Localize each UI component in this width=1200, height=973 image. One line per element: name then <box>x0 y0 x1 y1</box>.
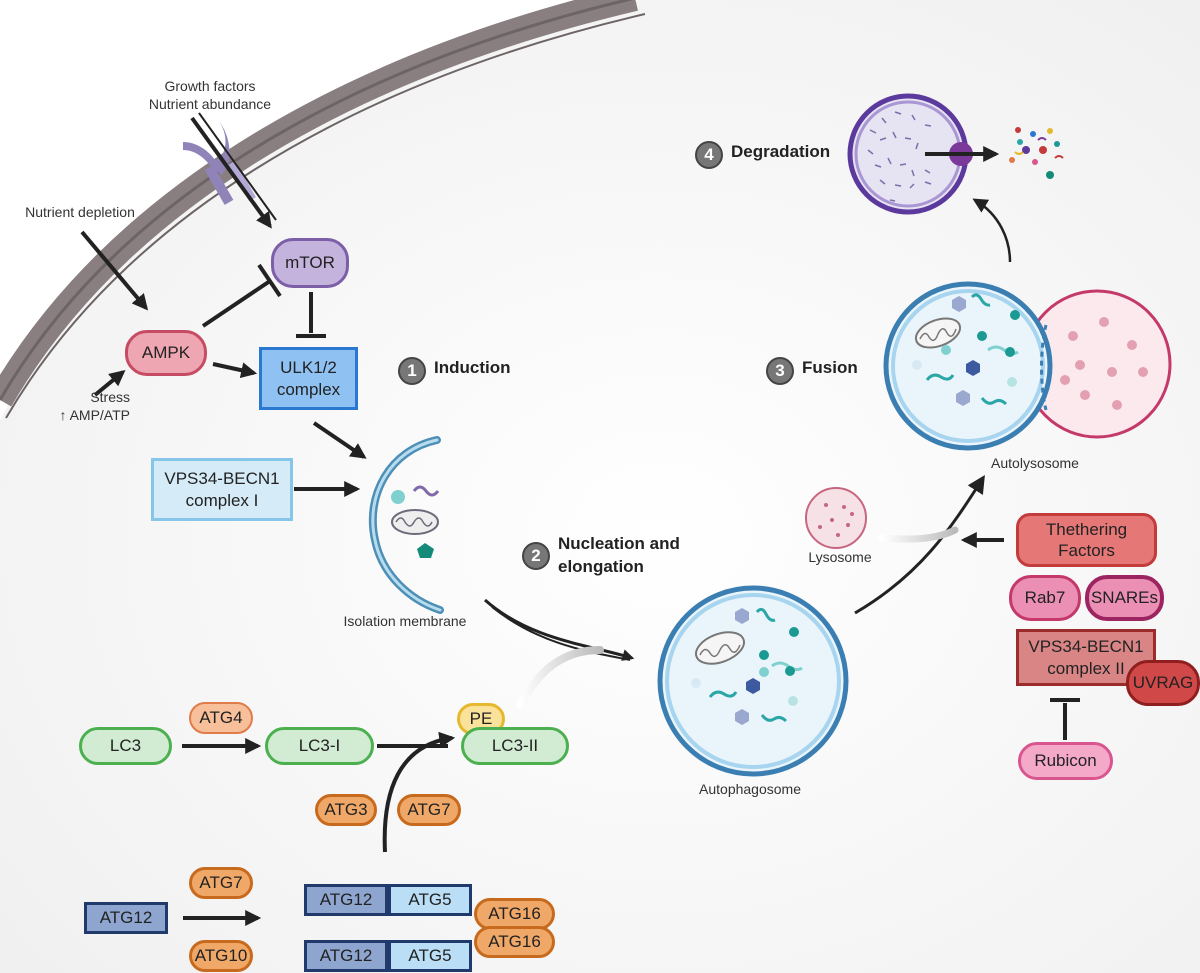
vps34-complex-i-node: VPS34-BECN1 complex I <box>151 458 293 521</box>
atg12-node: ATG12 <box>304 940 388 972</box>
atg12-node: ATG12 <box>84 902 168 934</box>
lc3-i-node: LC3-I <box>265 727 374 765</box>
autophagosome-label: Autophagosome <box>699 781 801 797</box>
arrow-membrane-to-autophagosome <box>484 598 635 661</box>
mtor-node: mTOR <box>271 238 349 288</box>
snares-node: SNAREs <box>1085 575 1164 621</box>
atg10-node: ATG10 <box>189 940 253 972</box>
autolysosome <box>883 281 1172 451</box>
step-number-badge: 2 <box>522 542 550 570</box>
lysosome <box>805 487 867 549</box>
rubicon-node: Rubicon <box>1018 742 1113 780</box>
autophagosome <box>657 585 849 777</box>
arrow-depletion-to-ampk <box>80 230 149 311</box>
lysosome-label: Lysosome <box>808 549 872 565</box>
arrow-ulk-to-membrane <box>312 421 367 459</box>
lc3-ii-node: LC3-II <box>461 727 569 765</box>
step-number-badge: 1 <box>398 357 426 385</box>
nutrient-depletion-label: Nutrient depletion <box>25 204 135 220</box>
step-number-badge: 4 <box>695 141 723 169</box>
arrow-conjugation-to-lc3-ii <box>382 731 456 853</box>
ulk-complex-node: ULK1/2 complex <box>259 347 358 410</box>
arrow-autophagosome-to-autolysosome <box>854 474 985 615</box>
lysosome-merge-line <box>878 526 959 543</box>
autolysosome-label: Autolysosome <box>991 455 1079 471</box>
rab7-node: Rab7 <box>1009 575 1081 621</box>
lc3-node: LC3 <box>79 727 172 765</box>
step-fusion: 3 Fusion <box>766 357 858 385</box>
arrow-ampk-to-ulk <box>212 362 258 379</box>
atg12-node: ATG12 <box>304 884 388 916</box>
inhibition-ampk-mtor <box>201 263 282 328</box>
atg4-node: ATG4 <box>189 702 253 734</box>
atg7-node: ATG7 <box>397 794 461 826</box>
growth-factors-label: Growth factors Nutrient abundance <box>148 78 272 113</box>
atg3-node: ATG3 <box>315 794 377 826</box>
atg5-node: ATG5 <box>388 884 472 916</box>
step-induction: 1 Induction <box>398 357 510 385</box>
growth-factor-receptor <box>183 120 256 205</box>
arrow-autolysosome-to-degradation <box>972 198 1012 263</box>
arrow-stress-to-ampk <box>93 369 126 397</box>
isolation-membrane-label: Isolation membrane <box>343 613 467 629</box>
plasma-membrane <box>0 0 646 419</box>
atg7-node: ATG7 <box>189 867 253 899</box>
arrow-growth-to-mtor <box>190 116 272 229</box>
atg16-node: ATG16 <box>474 898 555 930</box>
stress-label: Stress ↑ AMP/ATP <box>59 389 130 424</box>
atg5-node: ATG5 <box>388 940 472 972</box>
step-label: Nucleation and elongation <box>558 534 680 576</box>
uvrag-node: UVRAG <box>1126 660 1200 706</box>
lc3-ii-to-autophagosome <box>516 646 604 709</box>
inhibition-rubicon-vps34 <box>1050 698 1080 740</box>
step-label: Degradation <box>731 142 831 161</box>
step-degradation: 4 Degradation <box>695 141 830 169</box>
inhibition-mtor-ulk <box>296 292 326 338</box>
atg16-node: ATG16 <box>474 926 555 958</box>
step-number-badge: 3 <box>766 357 794 385</box>
step-label: Fusion <box>802 358 858 377</box>
isolation-membrane <box>368 436 444 614</box>
degradation-products <box>1009 127 1064 179</box>
step-label: Induction <box>434 358 511 377</box>
step-nucleation: 2 Nucleation and elongation <box>522 533 680 579</box>
ampk-node: AMPK <box>125 330 207 376</box>
tethering-factors-node: Thethering Factors <box>1016 513 1157 567</box>
